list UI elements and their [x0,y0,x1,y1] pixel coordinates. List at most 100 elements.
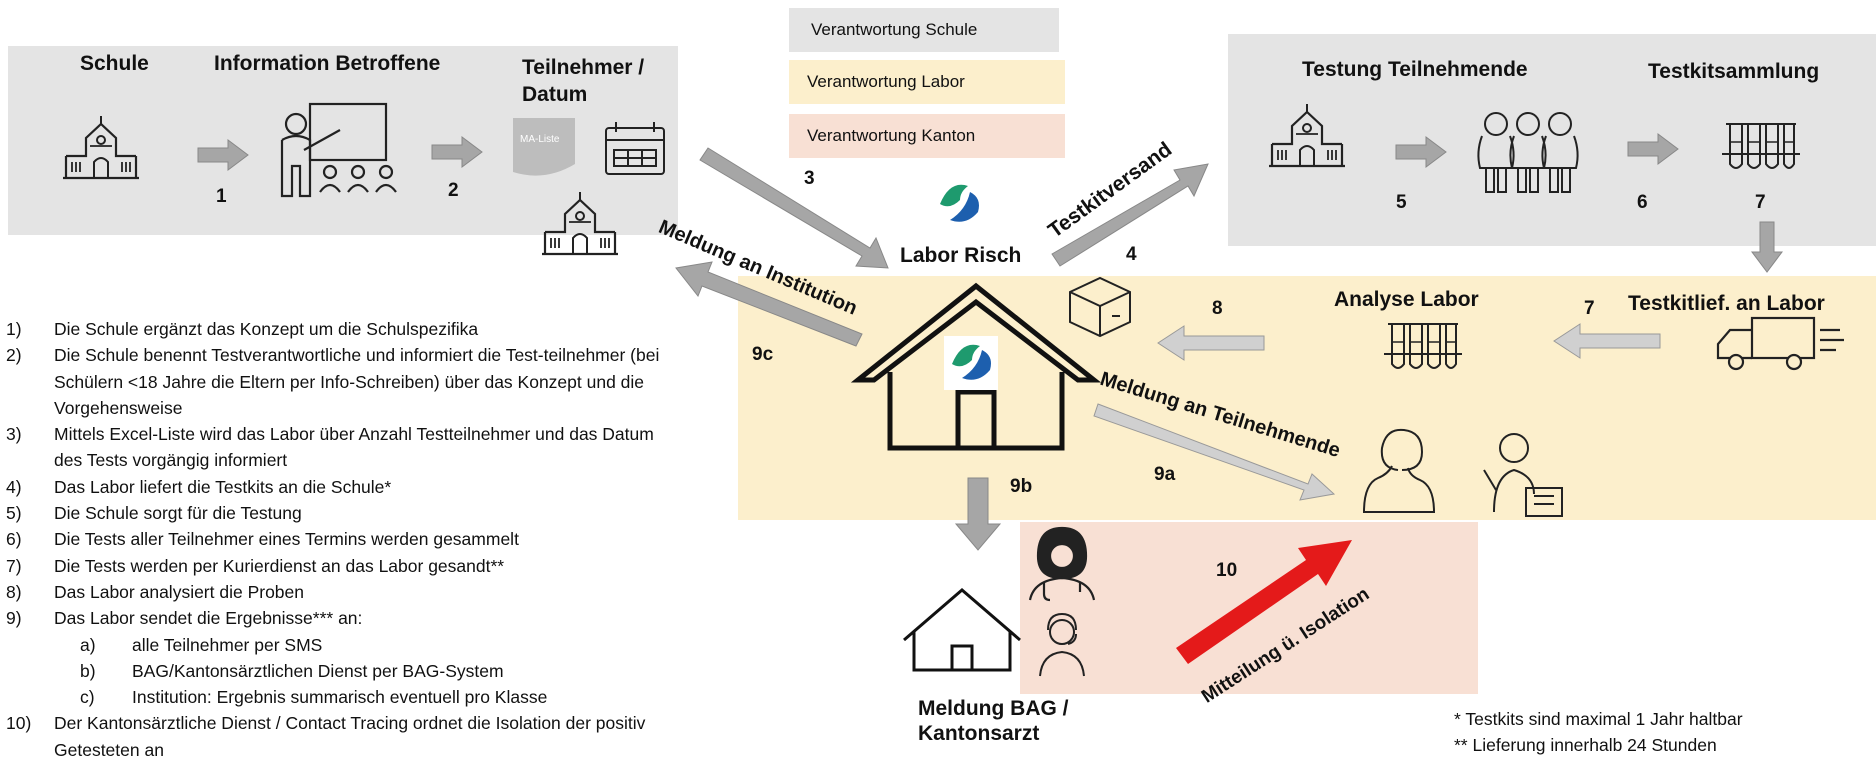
arrow-9c [675,261,863,347]
presentation-icon [280,102,397,198]
arrow-3 [699,147,889,269]
step-num-8: 8 [1212,298,1223,319]
step-item: 4)Das Labor liefert die Testkits an die … [6,474,696,500]
heading-datum: Datum [522,83,588,106]
lab-region [738,276,1876,520]
step-text: Die Schule sorgt für die Testung [54,503,302,524]
footnotes: * Testkits sind maximal 1 Jahr haltbar *… [1454,706,1743,758]
step-item: 9) Das Labor sendet die Ergebnisse*** an: [6,605,696,631]
step-item: 10)Der Kantonsärztliche Dienst / Contact… [6,710,696,763]
arrow-9b [954,477,1002,551]
footnote-1: * Testkits sind maximal 1 Jahr haltbar [1454,709,1743,729]
step-text: Die Tests aller Teilnehmer eines Termins… [54,529,519,550]
step-text: Das Labor analysiert die Proben [54,581,305,602]
step-subitem: b)BAG/Kantonsärztlichen Dienst per BAG-S… [6,658,696,684]
person-icon [1477,112,1515,193]
arrow-6 [1627,133,1679,165]
step-marker: 4) [6,476,22,497]
school-icon [61,114,141,180]
step-item: 7) Die Tests werden per Kurierdienst an d… [6,553,696,579]
step-marker: 8) [6,581,22,602]
heading-teilnehmer: Teilnehmer / Datum [522,54,644,108]
footnote-2: ** Lieferung innerhalb 24 Stunden [1454,735,1717,755]
person-icon-3 [1541,112,1579,193]
lab-house-icon [850,282,1102,451]
heading-meldung-bag-line1: Meldung BAG / [918,697,1069,720]
legend-school: Verantwortung Schule [789,8,1059,52]
arrow-5 [1395,136,1447,168]
step-item: 2) Die Schule benennt Testverantwortliche… [6,342,696,421]
red-arrow-10 [1176,540,1352,664]
arrow-8-left [1157,325,1265,361]
diagram-graphics [61,102,1844,677]
testtubes-icon-2 [1383,323,1463,369]
lab-logo-icon [944,336,998,390]
step-marker: c) [80,687,95,708]
step-num-5: 5 [1396,192,1407,213]
school-icon-3 [1267,102,1347,168]
school-region-right [1228,34,1876,246]
arrow-7-left [1553,323,1661,359]
testtubes-icon [1721,123,1801,169]
heading-sammlung: Testkitsammlung [1648,60,1820,83]
heading-analyse: Analyse Labor [1334,288,1479,311]
bag-house-icon [903,588,1021,672]
arrow-1 [197,139,249,171]
step-num-2: 2 [448,180,459,201]
heading-information: Information Betroffene [214,52,441,75]
arrow-7-down [1751,221,1783,273]
step-num-9b: 9b [1010,476,1033,497]
call-agent-icon [1039,612,1085,677]
step-marker: 6) [6,529,22,550]
step-marker: a) [80,634,96,655]
step-num-6: 6 [1637,192,1648,213]
step-marker: 5) [6,503,22,524]
step-text: Die Tests werden per Kurierdienst an das… [54,555,505,576]
step-num-1: 1 [216,186,227,207]
step-marker: 9) [6,608,22,629]
ma-liste-label: MA-Liste [520,134,560,145]
step-num-3: 3 [804,168,815,189]
woman-icon [1362,428,1436,513]
document-icon [513,118,575,176]
step-item: 1) Die Schule ergänzt das Konzept um die … [6,316,696,342]
step-item: 3)Mittels Excel-Liste wird das Labor übe… [6,421,696,474]
step-text: Das Labor sendet die Ergebnisse*** an: [54,608,363,629]
labor-risch-label: Labor Risch [900,244,1022,267]
step-text: Die Schule benennt Testverantwortliche u… [54,345,660,418]
legend-lab: Verantwortung Labor [789,60,1065,104]
calendar-icon [605,122,665,175]
teacher-icon [1483,433,1563,517]
step-num-10: 10 [1216,560,1238,581]
step-subitem: c) Institution: Ergebnis summarisch event… [6,684,696,710]
step-marker: 7) [6,555,22,576]
step-marker: 2) [6,345,22,366]
box-icon [1069,276,1131,338]
heading-testkitlief: Testkitlief. an Labor [1628,292,1825,315]
school-icon-2 [540,190,620,256]
person-icon-2 [1509,112,1547,193]
heading-meldung-bag: Meldung BAG / Kantonsarzt [918,696,1069,746]
heading-schule: Schule [80,52,149,75]
step-text: BAG/Kantonsärztlichen Dienst per BAG-Sys… [132,660,504,681]
step-item: 6) Die Tests aller Teilnehmer eines Termi… [6,526,696,552]
step-marker: 3) [6,424,22,445]
step-text: Der Kantonsärztliche Dienst / Contact Tr… [54,713,646,760]
step-marker: 1) [6,319,22,339]
step-item: 8) Das Labor analysiert die Proben [6,579,696,605]
heading-testung: Testung Teilnehmende [1302,58,1528,81]
step-num-4: 4 [1126,244,1137,265]
step-num-7: 7 [1755,192,1766,213]
step-text: alle Teilnehmer per SMS [132,634,323,655]
step-text: Institution: Ergebnis summarisch eventue… [132,687,548,708]
step-num-9c: 9c [752,344,774,365]
doctor-icon [1028,526,1096,602]
arrow-9a [1093,403,1336,501]
step-num-9a: 9a [1154,464,1176,485]
legend-canton: Verantwortung Kanton [789,114,1065,158]
arrow-2 [431,136,483,168]
step-item: 5) Die Schule sorgt für die Testung [6,500,696,526]
arrow-4 [1051,163,1209,267]
steps-list: 1) Die Schule ergänzt das Konzept um die … [6,316,696,763]
step-text: Die Schule ergänzt das Konzept um die Sc… [54,319,479,339]
